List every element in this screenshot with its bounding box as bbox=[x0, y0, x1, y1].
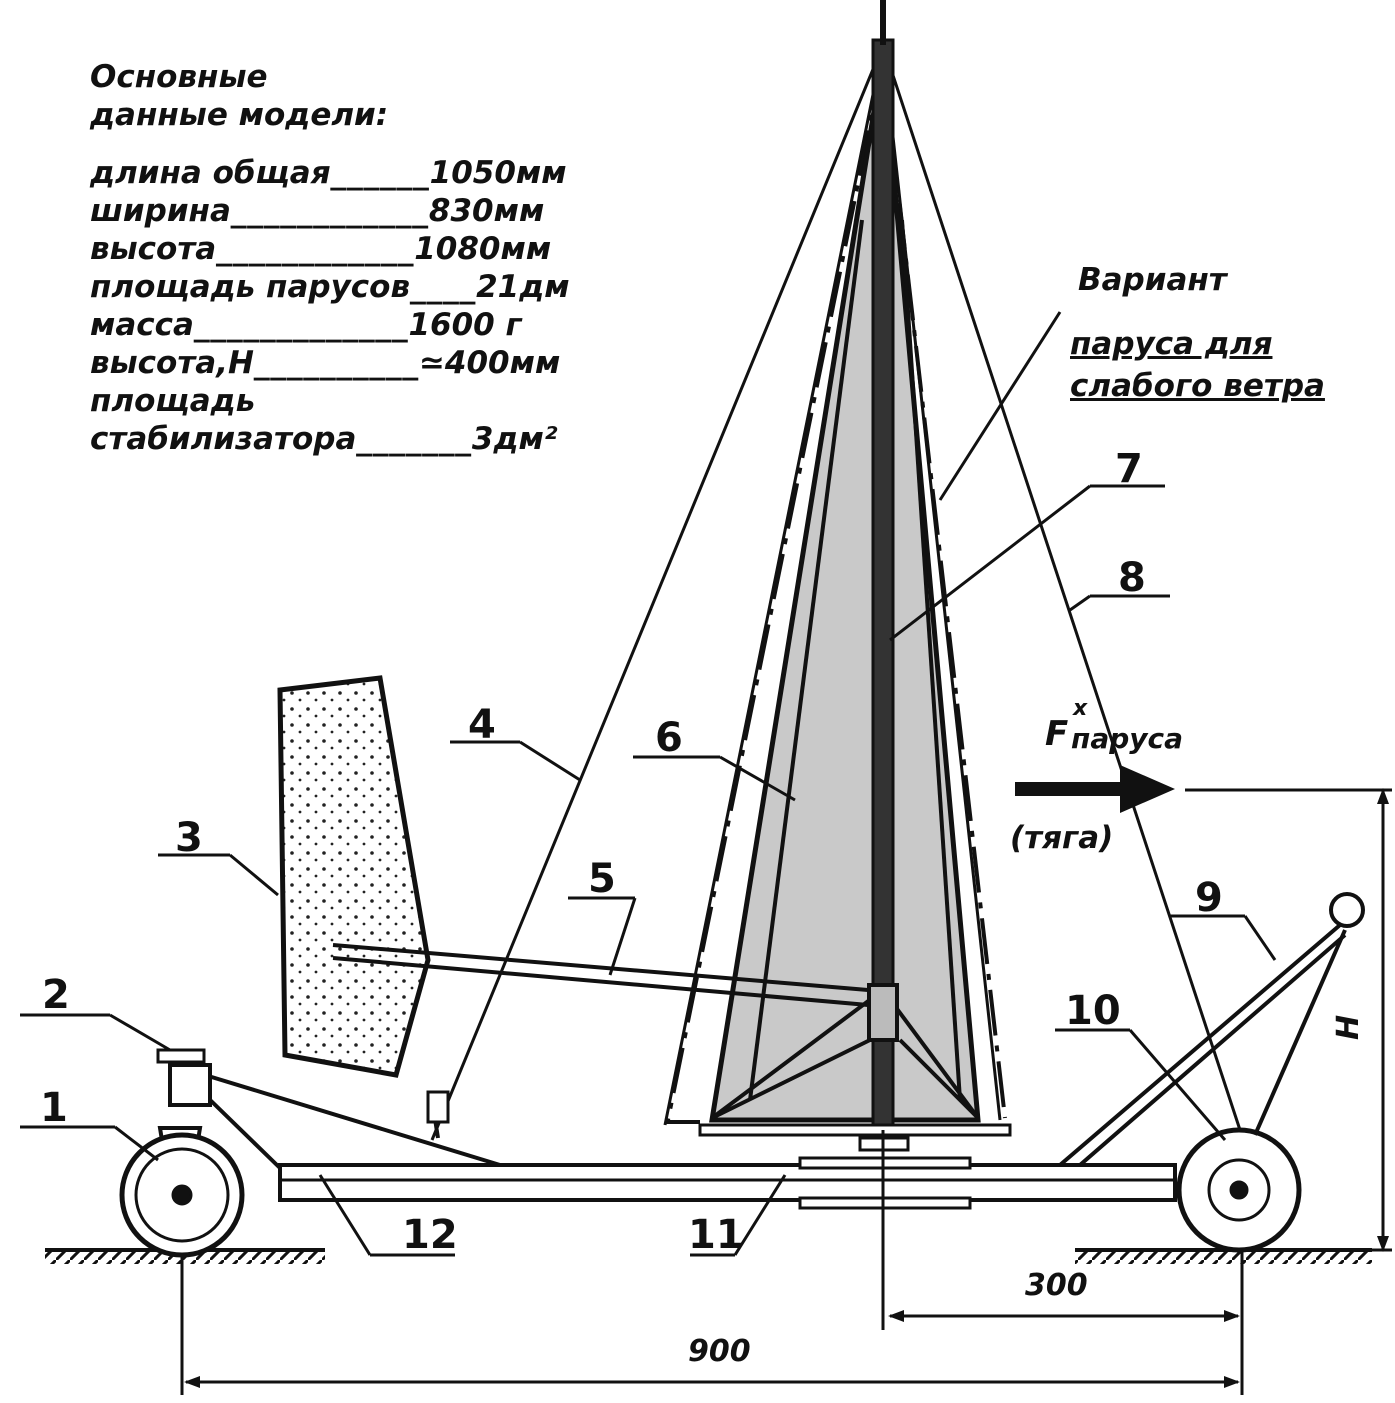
front-wheel-assembly bbox=[119, 1048, 245, 1258]
specs-title: Основные данные модели: bbox=[90, 58, 570, 134]
spec-name: площадь bbox=[90, 383, 256, 419]
rear-wheel bbox=[1176, 1127, 1302, 1253]
ground-right bbox=[1075, 1248, 1372, 1264]
spec-value: 3дм² bbox=[471, 421, 558, 457]
specs-title-line1: Основные bbox=[90, 59, 268, 95]
spec-dots: _____________ bbox=[193, 307, 409, 343]
thrust-arrow bbox=[1015, 765, 1175, 813]
part-number-7: 7 bbox=[1115, 446, 1143, 492]
spec-row: масса_____________1600 г bbox=[90, 306, 570, 344]
spec-row: ширина____________830мм bbox=[90, 192, 570, 230]
spec-dots: ____ bbox=[410, 269, 477, 305]
spec-name: высота,Н bbox=[90, 345, 254, 381]
mast bbox=[867, 0, 899, 1127]
spec-value: 21дм bbox=[476, 269, 570, 305]
part-number-11: 11 bbox=[688, 1212, 744, 1258]
part-number-8: 8 bbox=[1118, 555, 1146, 601]
sail-frame bbox=[665, 219, 980, 1124]
force-subscript: паруса bbox=[1071, 722, 1184, 755]
model-specs: Основные данные модели: длина общая_____… bbox=[90, 58, 570, 458]
spec-row: длина общая______1050мм bbox=[90, 154, 570, 192]
part-number-1: 1 bbox=[40, 1085, 68, 1131]
spec-dots: ____________ bbox=[230, 193, 429, 229]
variant-note-line2: паруса для bbox=[1070, 326, 1273, 362]
part-number-12: 12 bbox=[402, 1212, 458, 1258]
spec-name: площадь парусов bbox=[90, 269, 411, 305]
dimension-300: 300 bbox=[1025, 1268, 1088, 1303]
spec-value: 1080мм bbox=[414, 231, 552, 267]
spec-value: 1050мм bbox=[429, 155, 567, 191]
leader-lines bbox=[20, 311, 1277, 1257]
spec-row: высота,Н__________≃400мм bbox=[90, 344, 570, 382]
specs-title-line2: данные модели: bbox=[90, 97, 389, 133]
part-number-2: 2 bbox=[42, 972, 70, 1018]
height-label: Н bbox=[1331, 1014, 1367, 1041]
dimension-900: 900 bbox=[688, 1334, 751, 1369]
spec-name: высота bbox=[90, 231, 217, 267]
spec-row: высота____________1080мм bbox=[90, 230, 570, 268]
spec-dots: ____________ bbox=[216, 231, 415, 267]
spec-name: ширина bbox=[90, 193, 231, 229]
stabilizer-boom bbox=[332, 943, 869, 1007]
spec-value: 830мм bbox=[428, 193, 545, 229]
spec-name: длина общая bbox=[90, 155, 331, 191]
spec-name: стабилизатора bbox=[90, 421, 357, 457]
part-number-5: 5 bbox=[588, 856, 616, 902]
part-number-9: 9 bbox=[1195, 875, 1223, 921]
part-number-4: 4 bbox=[468, 702, 496, 748]
frame-beam bbox=[278, 1123, 1177, 1210]
variant-note-line1: Вариант bbox=[1078, 262, 1227, 298]
spec-dots: _______ bbox=[356, 421, 472, 457]
spec-value: 1600 г bbox=[408, 307, 522, 343]
spec-dots: __________ bbox=[253, 345, 419, 381]
force-symbol: F bbox=[1045, 714, 1069, 754]
spec-row: площадь парусов____21дм bbox=[90, 268, 570, 306]
height-dimension bbox=[1185, 788, 1392, 1252]
part-number-10: 10 bbox=[1065, 988, 1121, 1034]
sail bbox=[709, 54, 981, 1123]
spec-row: стабилизатора_______3дм² bbox=[90, 420, 570, 458]
length-dimensions bbox=[180, 1130, 1244, 1395]
spec-row: площадь bbox=[90, 382, 570, 420]
force-superscript: x bbox=[1073, 696, 1088, 721]
spec-name: масса bbox=[90, 307, 194, 343]
part-number-3: 3 bbox=[175, 815, 203, 861]
front-strut bbox=[203, 1073, 501, 1170]
variant-note-line3: слабого ветра bbox=[1070, 368, 1325, 404]
part-number-6: 6 bbox=[655, 715, 683, 761]
thrust-note: (тяга) bbox=[1010, 820, 1114, 856]
stabilizer bbox=[277, 675, 431, 1078]
handle bbox=[1058, 892, 1365, 1167]
spec-dots: ______ bbox=[330, 155, 430, 191]
spec-value: ≃400мм bbox=[418, 345, 561, 381]
